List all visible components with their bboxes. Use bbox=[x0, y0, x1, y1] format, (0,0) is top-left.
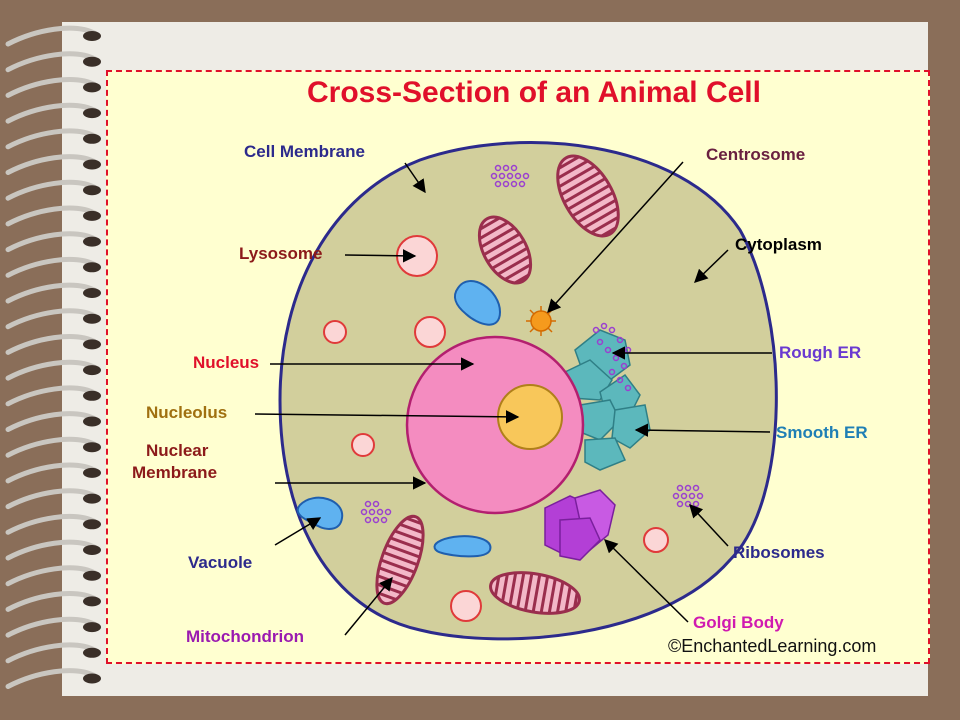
arrow-lysosome bbox=[344, 249, 417, 263]
ribosome-cluster-1 bbox=[490, 164, 530, 188]
label-nucleus: Nucleus bbox=[193, 353, 259, 372]
spiral-ring bbox=[5, 668, 99, 689]
spiral-ring bbox=[5, 257, 99, 278]
mitochondrion-2 bbox=[477, 215, 533, 285]
ribosome-cluster-3 bbox=[672, 484, 704, 508]
spiral-ring bbox=[5, 488, 99, 510]
spiral-hole bbox=[83, 596, 101, 607]
spiral-ring bbox=[5, 514, 99, 535]
lysosome-4 bbox=[351, 433, 375, 457]
spiral-hole bbox=[83, 467, 101, 478]
label-smooth-er: Smooth ER bbox=[776, 423, 868, 442]
spiral-ring bbox=[5, 25, 99, 47]
spiral-ring bbox=[5, 436, 99, 458]
spiral-hole bbox=[83, 647, 101, 658]
spiral-hole bbox=[83, 365, 101, 376]
spiral-ring bbox=[5, 205, 99, 227]
spiral-ring bbox=[5, 334, 99, 355]
spiral-ring bbox=[5, 385, 99, 407]
spiral-ring bbox=[5, 77, 99, 98]
mitochondrion-1 bbox=[556, 154, 620, 238]
arrow-mitochondrion bbox=[344, 576, 393, 636]
label-cell-membrane: Cell Membrane bbox=[244, 142, 365, 161]
spiral-hole bbox=[83, 236, 101, 247]
label-cytoplasm: Cytoplasm bbox=[735, 235, 822, 254]
spiral-hole bbox=[83, 442, 101, 453]
spiral-hole bbox=[83, 288, 101, 298]
spiral-hole bbox=[83, 159, 101, 170]
spiral-ring bbox=[5, 411, 99, 432]
spiral-hole bbox=[83, 570, 101, 581]
smooth-er bbox=[579, 399, 651, 471]
spiral-hole bbox=[83, 493, 101, 504]
spiral-ring bbox=[5, 102, 99, 124]
spiral-ring bbox=[5, 565, 99, 587]
lysosome-5 bbox=[643, 527, 669, 553]
spiral-ring bbox=[5, 591, 99, 612]
spiral-hole bbox=[83, 673, 101, 684]
centrosome bbox=[526, 306, 556, 336]
label-nuclear-membrane-2: Membrane bbox=[132, 463, 217, 482]
leader-arrows bbox=[254, 161, 772, 636]
spiral-ring bbox=[5, 179, 99, 201]
golgi-body bbox=[544, 489, 616, 561]
spiral-hole bbox=[83, 313, 101, 324]
spiral-ring bbox=[5, 128, 99, 150]
arrow-ribosomes bbox=[689, 504, 729, 547]
label-ribosomes: Ribosomes bbox=[733, 543, 825, 562]
spiral-ring bbox=[5, 539, 99, 561]
label-centrosome: Centrosome bbox=[706, 145, 805, 164]
spiral-ring bbox=[5, 462, 99, 484]
label-nuclear-membrane-1: Nuclear bbox=[146, 441, 209, 460]
vacuole-1 bbox=[453, 280, 502, 326]
spiral-ring bbox=[5, 154, 99, 175]
lysosome-2 bbox=[414, 316, 446, 348]
label-golgi-body: Golgi Body bbox=[693, 613, 784, 632]
spiral-hole bbox=[83, 339, 101, 350]
label-lysosome: Lysosome bbox=[239, 244, 322, 263]
spiral-binding bbox=[5, 25, 101, 689]
spiral-hole bbox=[83, 31, 101, 41]
spiral-hole bbox=[83, 519, 101, 530]
spiral-ring bbox=[5, 231, 99, 253]
spiral-hole bbox=[83, 262, 101, 273]
vacuole-3 bbox=[433, 535, 492, 558]
spiral-ring bbox=[5, 51, 99, 73]
spiral-hole bbox=[83, 210, 101, 221]
lysosome-6 bbox=[450, 590, 482, 622]
ribosome-cluster-2 bbox=[360, 500, 392, 524]
label-mitochondrion: Mitochondrion bbox=[186, 627, 304, 646]
label-nucleolus: Nucleolus bbox=[146, 403, 227, 422]
spiral-ring bbox=[5, 642, 99, 664]
arrow-golgi-body bbox=[604, 539, 689, 623]
copyright-text: ©EnchantedLearning.com bbox=[668, 636, 876, 656]
spiral-hole bbox=[83, 108, 101, 119]
spiral-ring bbox=[5, 308, 99, 330]
nucleus bbox=[405, 335, 585, 515]
label-vacuole: Vacuole bbox=[188, 553, 252, 572]
rough-er bbox=[564, 329, 641, 416]
spiral-hole bbox=[83, 56, 101, 67]
arrow-centrosome bbox=[547, 161, 684, 314]
spiral-ring bbox=[5, 616, 99, 638]
arrow-cell-membrane bbox=[404, 162, 426, 194]
spiral-hole bbox=[83, 390, 101, 401]
spiral-hole bbox=[83, 82, 101, 93]
arrow-vacuole bbox=[274, 517, 322, 546]
spiral-hole bbox=[83, 133, 101, 144]
spiral-hole bbox=[83, 545, 101, 555]
arrow-smooth-er bbox=[634, 423, 771, 437]
arrow-cytoplasm bbox=[694, 249, 729, 283]
spiral-hole bbox=[83, 185, 101, 196]
spiral-ring bbox=[5, 282, 99, 304]
label-rough-er: Rough ER bbox=[779, 343, 861, 362]
spiral-ring bbox=[5, 359, 99, 381]
spiral-hole bbox=[83, 416, 101, 427]
arrow-nucleolus bbox=[254, 410, 520, 424]
mitochondrion-4 bbox=[489, 571, 581, 615]
diagram-title: Cross-Section of an Animal Cell bbox=[307, 76, 761, 109]
spiral-hole bbox=[83, 622, 101, 633]
lysosome-3 bbox=[323, 320, 347, 344]
